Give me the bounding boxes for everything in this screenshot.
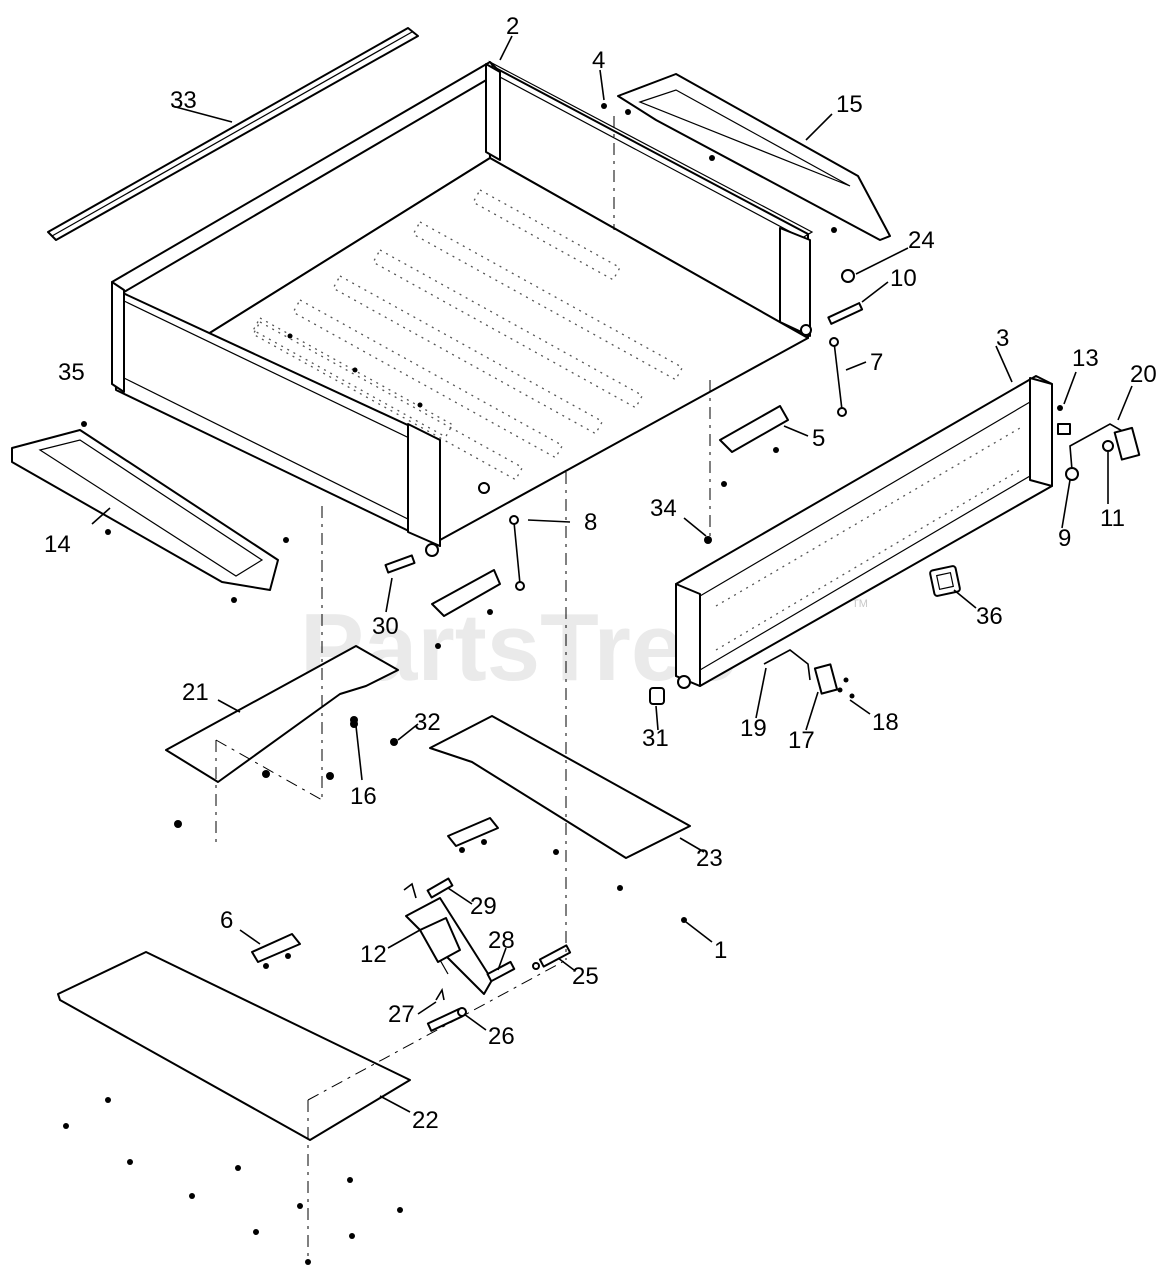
callout-22: 22	[412, 1107, 439, 1134]
callout-23: 23	[696, 845, 723, 872]
callout-25: 25	[572, 963, 599, 990]
callout-16: 16	[350, 783, 377, 810]
part-7-cable[interactable]	[829, 337, 847, 417]
part-17-latch[interactable]	[813, 663, 839, 695]
part-20-latch-rod[interactable]	[1069, 423, 1141, 471]
part-21-floor-panel[interactable]	[165, 645, 399, 828]
part-16-screw[interactable]	[350, 716, 358, 724]
part-30-pin[interactable]	[384, 554, 416, 574]
callout-2: 2	[506, 13, 519, 40]
callout-28: 28	[488, 927, 515, 954]
part-1-screw[interactable]	[681, 917, 687, 923]
callout-26: 26	[488, 1023, 515, 1050]
callout-12: 12	[360, 941, 387, 968]
part-5-bracket[interactable]	[719, 405, 789, 487]
part-36-plate[interactable]	[929, 565, 961, 597]
callout-3: 3	[996, 325, 1009, 352]
callout-labels: 33 2 4 15 24 10 7 3 13 20 5 8 34 9 11 35…	[44, 13, 1157, 1134]
callout-13: 13	[1072, 345, 1099, 372]
callout-20: 20	[1130, 361, 1157, 388]
callout-35: 35	[58, 359, 85, 386]
callout-7: 7	[870, 349, 883, 376]
callout-33: 33	[170, 87, 197, 114]
part-6-strap[interactable]	[251, 933, 301, 969]
part-28-pin[interactable]	[486, 960, 516, 983]
callout-11: 11	[1100, 505, 1125, 532]
callout-leaders	[91, 35, 1133, 1113]
part-2-cargo-box[interactable]	[111, 60, 814, 557]
callout-5: 5	[812, 425, 825, 452]
callout-19: 19	[740, 715, 767, 742]
part-15-side-rail-right[interactable]	[617, 73, 891, 241]
part-12-lift-cylinder[interactable]	[405, 897, 493, 995]
part-23-floor-panel[interactable]	[429, 715, 691, 891]
callout-8: 8	[584, 509, 597, 536]
part-11-bushing[interactable]	[1102, 440, 1114, 452]
part-bracket-lower[interactable]	[431, 569, 501, 649]
callout-14: 14	[44, 531, 71, 558]
part-19-handle[interactable]	[763, 649, 811, 681]
callout-18: 18	[872, 709, 899, 736]
callout-21: 21	[182, 679, 209, 706]
part-34-screw[interactable]	[704, 536, 712, 544]
alignment-lines	[215, 116, 711, 1262]
part-4-screw[interactable]	[601, 103, 607, 109]
part-14-side-rail-left[interactable]	[11, 429, 289, 603]
part-18-screws[interactable]	[837, 677, 855, 699]
callout-10: 10	[890, 265, 917, 292]
part-9-bushing[interactable]	[1057, 423, 1079, 481]
part-13-bolt[interactable]	[1057, 405, 1063, 411]
callout-27: 27	[388, 1001, 415, 1028]
callout-4: 4	[592, 47, 605, 74]
part-26-bolt[interactable]	[426, 1007, 467, 1032]
part-24-washer[interactable]	[841, 269, 855, 283]
part-strap-upper[interactable]	[447, 817, 499, 853]
part-8-cable[interactable]	[509, 515, 525, 591]
part-10-pin[interactable]	[827, 302, 864, 325]
part-25-bolt[interactable]	[532, 944, 572, 970]
callout-36: 36	[976, 603, 1003, 630]
callout-24: 24	[908, 227, 935, 254]
part-35-screw[interactable]	[81, 421, 87, 427]
callout-30: 30	[372, 613, 399, 640]
part-22-floor-panel[interactable]	[57, 951, 411, 1265]
part-33-trim-strip[interactable]	[47, 27, 419, 241]
callout-15: 15	[836, 91, 863, 118]
part-3-tailgate[interactable]	[675, 375, 1053, 689]
part-32-screw[interactable]	[390, 738, 398, 746]
watermark-trademark: TM	[852, 598, 868, 610]
callout-17: 17	[788, 727, 815, 754]
callout-32: 32	[414, 709, 441, 736]
part-27-clip[interactable]	[435, 987, 445, 1001]
callout-31: 31	[642, 725, 669, 752]
callout-9: 9	[1058, 525, 1071, 552]
callout-6: 6	[220, 907, 233, 934]
callout-29: 29	[470, 893, 497, 920]
callout-34: 34	[650, 495, 677, 522]
callout-1: 1	[714, 937, 727, 964]
part-31-bushing[interactable]	[649, 687, 665, 705]
part-29-pin[interactable]	[403, 877, 454, 899]
